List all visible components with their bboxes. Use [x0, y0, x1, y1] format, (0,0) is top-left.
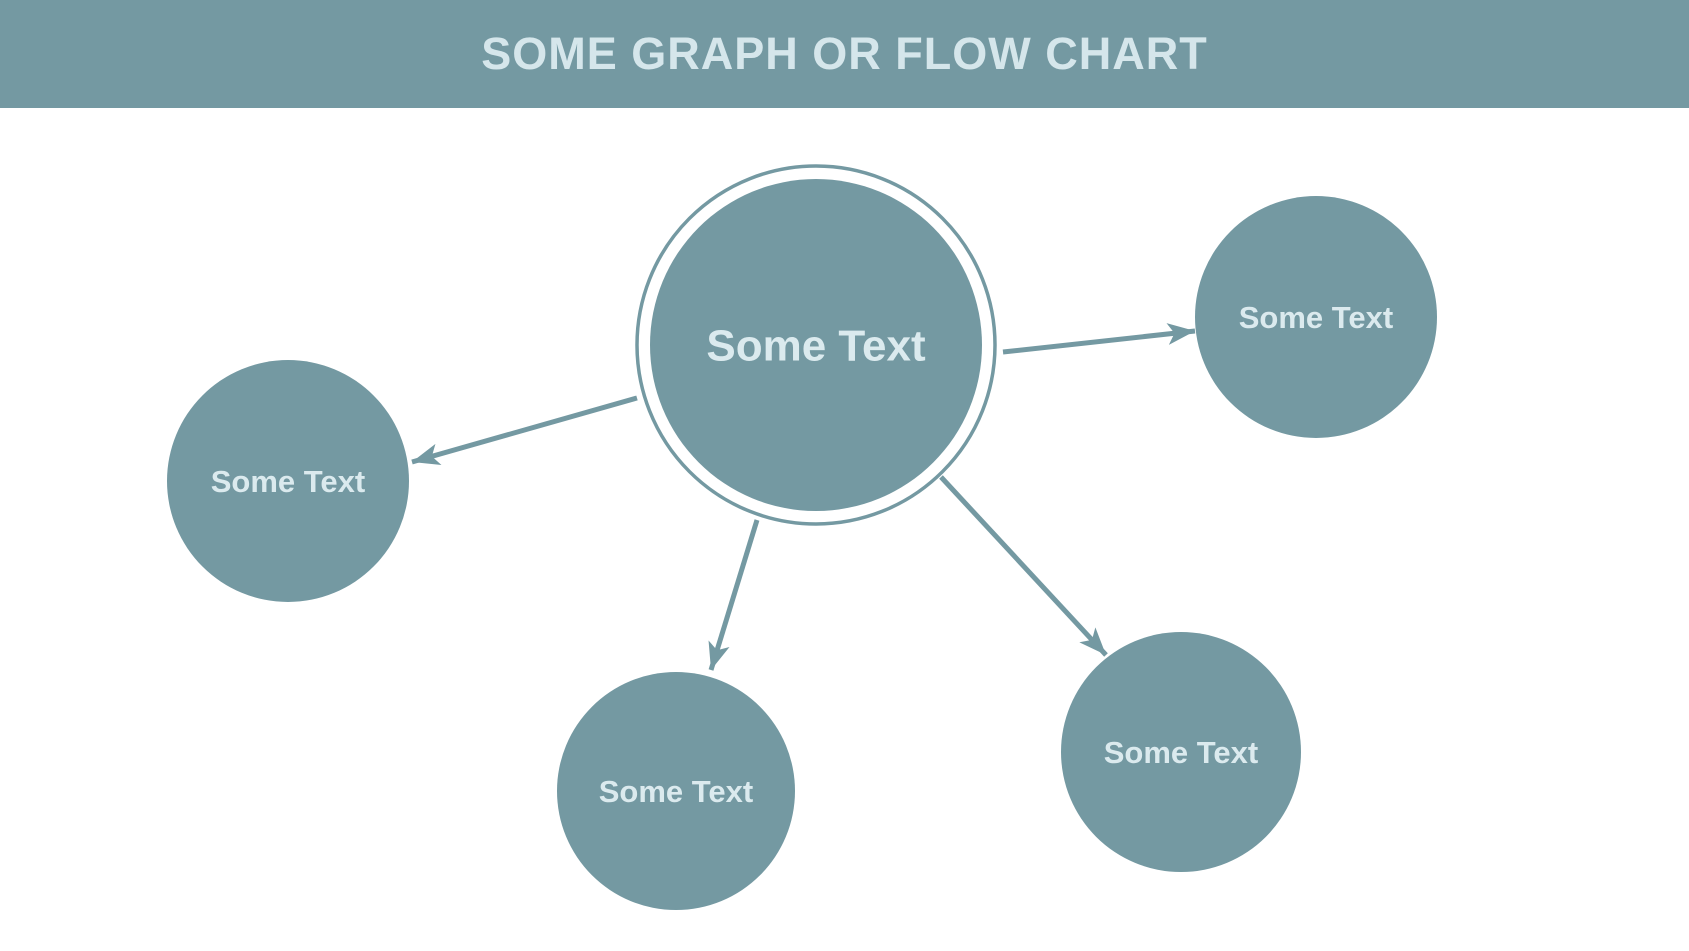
- node-bottom-right: Some Text: [1061, 632, 1301, 872]
- node-left: Some Text: [167, 360, 409, 602]
- node-right-label: Some Text: [1239, 300, 1393, 335]
- edge-center-to-right: [1002, 323, 1196, 355]
- node-bottom-middle-label: Some Text: [599, 774, 753, 809]
- edge-center-to-bottom-middle: [708, 519, 760, 671]
- node-bottom-middle-circle: [557, 672, 795, 910]
- node-left-circle: [167, 360, 409, 602]
- edge-center-to-left: [411, 395, 638, 466]
- page-title: SOME GRAPH OR FLOW CHART: [481, 28, 1208, 79]
- node-center-label: Some Text: [706, 321, 926, 370]
- node-center-circle: [650, 179, 982, 511]
- edge-center-to-bottom-right: [939, 475, 1108, 657]
- node-center: Some Text: [635, 164, 997, 526]
- node-bottom-right-circle: [1061, 632, 1301, 872]
- node-left-label: Some Text: [211, 464, 365, 499]
- node-right-circle: [1195, 196, 1437, 438]
- header-bar: SOME GRAPH OR FLOW CHART: [0, 0, 1689, 108]
- node-center-outer-ring: [635, 164, 997, 526]
- node-bottom-right-label: Some Text: [1104, 735, 1258, 770]
- node-bottom-middle: Some Text: [557, 672, 795, 910]
- node-right: Some Text: [1195, 196, 1437, 438]
